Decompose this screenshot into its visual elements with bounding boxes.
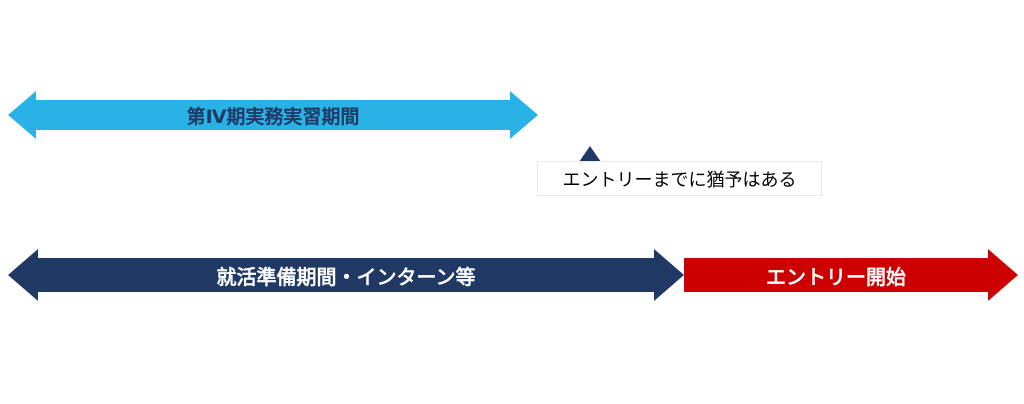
left-arrowhead-icon bbox=[8, 91, 36, 139]
practical-training-period-arrow: 第Ⅳ期実務実習期間 bbox=[8, 91, 538, 139]
right-arrowhead-icon bbox=[988, 249, 1018, 301]
entry-grace-callout-text: エントリーまでに猶予はある bbox=[562, 169, 797, 191]
right-arrowhead-icon bbox=[654, 249, 684, 301]
job-hunting-prep-arrow: 就活準備期間・インターン等 bbox=[8, 249, 684, 301]
callout-pointer-up-icon bbox=[579, 146, 601, 162]
entry-start-label: エントリー開始 bbox=[684, 258, 988, 292]
practical-training-period-label: 第Ⅳ期実務実習期間 bbox=[36, 100, 510, 130]
entry-grace-callout: エントリーまでに猶予はある bbox=[537, 161, 822, 196]
job-hunting-prep-label: 就活準備期間・インターン等 bbox=[38, 258, 654, 292]
entry-start-arrow: エントリー開始 bbox=[684, 249, 1018, 301]
left-arrowhead-icon bbox=[8, 249, 38, 301]
right-arrowhead-icon bbox=[510, 91, 538, 139]
